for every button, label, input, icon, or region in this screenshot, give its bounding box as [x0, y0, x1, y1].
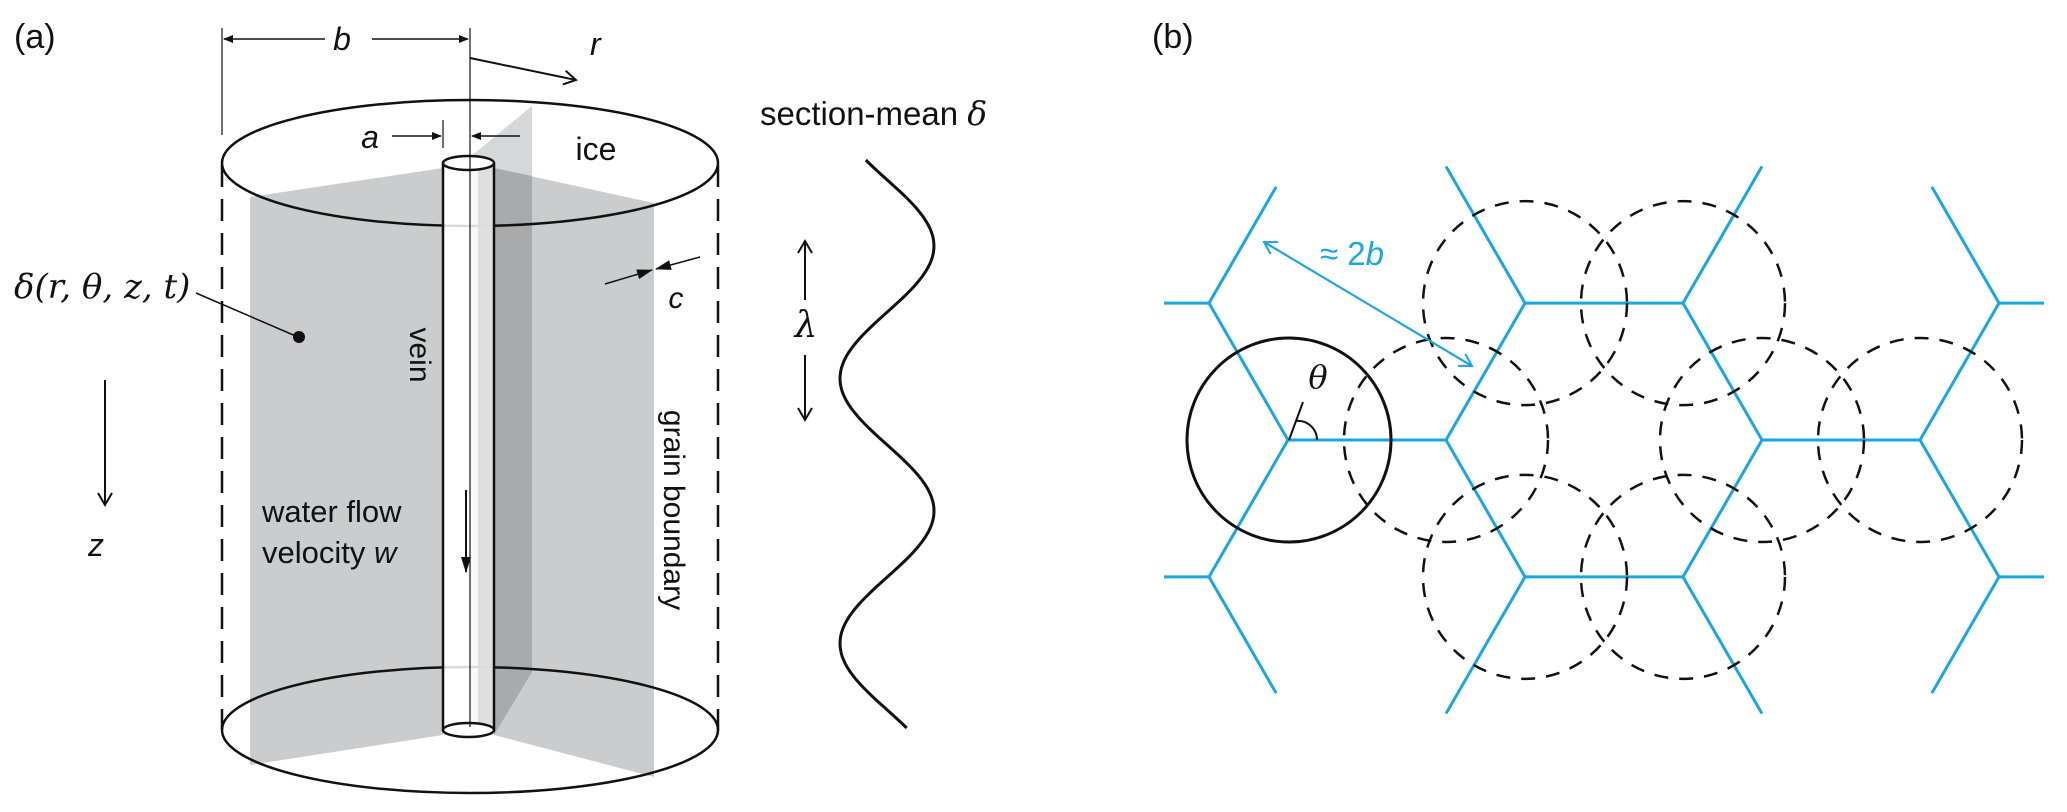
grain-boundary-network	[1164, 165, 2044, 715]
dim-c-label: c	[669, 282, 684, 315]
delta-function-label: δ(r, θ, z, t)	[14, 267, 190, 307]
spacing-prefix: ≈ 2	[1320, 235, 1366, 272]
velocity-var: w	[374, 535, 399, 570]
grain-boundary-segment	[1681, 302, 1764, 441]
section-mean-label: section-mean δ	[760, 94, 987, 133]
dim-a-label: a	[361, 119, 379, 155]
grain-boundary-segment	[1207, 302, 1290, 441]
back-plane-shadow	[494, 168, 532, 735]
grain-boundary-segment	[1930, 186, 2001, 304]
z-axis-label: z	[87, 527, 104, 563]
section-mean-text: section-mean	[760, 95, 967, 132]
right-grain-plane	[494, 168, 654, 777]
grain-boundary-segment	[1207, 576, 1278, 694]
r-axis-label: r	[590, 26, 602, 62]
neighbor-dashed-circle	[1342, 336, 1550, 544]
grain-boundary-segment	[1681, 439, 1764, 578]
r-axis-arrow	[469, 57, 578, 86]
neighbor-dashed-circle	[1579, 473, 1787, 681]
section-mean-symbol: δ	[967, 94, 987, 133]
theta-label: θ	[1308, 358, 1327, 396]
neighbor-dashed-circle	[1421, 199, 1629, 407]
grain-boundary-segment	[1444, 302, 1527, 441]
panel-b-label: (b)	[1152, 18, 1194, 56]
grain-boundary-segment	[1444, 439, 1527, 578]
dim-b-label: b	[333, 21, 351, 57]
delta-leader-line	[195, 292, 299, 338]
velocity-prefix: velocity	[262, 535, 374, 570]
neighbor-dashed-circle	[1579, 199, 1787, 407]
neighbor-dashed-circle	[1816, 336, 2024, 544]
grain-boundary-segment	[1930, 576, 2001, 694]
left-grain-plane	[250, 168, 443, 765]
grain-boundary-segment	[1918, 439, 2001, 578]
panel-a-label: (a)	[14, 18, 56, 56]
delta-point-marker	[293, 331, 305, 343]
water-flow-label-line2: velocity w	[262, 535, 399, 570]
grain-boundary-segment	[1207, 186, 1278, 304]
spacing-arrow-start	[1262, 240, 1473, 367]
vein-top-ellipse	[441, 154, 496, 172]
dimension-c: c	[604, 256, 701, 315]
panel-b: (b) θ ≈ 2b	[1152, 18, 2044, 715]
grain-boundary-segment	[1918, 302, 2001, 441]
theta-arc	[1295, 419, 1319, 441]
neighbor-dashed-circle	[1421, 473, 1629, 681]
grain-boundary-segment	[1444, 576, 1527, 715]
vein-tube	[441, 28, 496, 739]
neighbor-dashed-circle	[1658, 336, 1866, 544]
vein-bottom-ellipse	[441, 721, 496, 739]
grain-boundary-segment	[1444, 165, 1527, 304]
grain-boundary-segment	[1681, 576, 1764, 715]
grain-boundary-segment	[1681, 165, 1764, 304]
section-mean-waveform	[838, 158, 936, 730]
neighbor-circles	[1342, 199, 2024, 681]
ice-label: ice	[576, 131, 617, 167]
dimension-b: b	[221, 21, 469, 135]
panel-a: (a)	[14, 18, 987, 795]
spacing-var: b	[1366, 235, 1384, 272]
vein-label: vein	[403, 327, 436, 382]
grain-boundary-label: grain boundary	[657, 410, 690, 610]
reference-circle	[1185, 336, 1393, 544]
grain-boundary-segment	[1207, 439, 1290, 578]
dimension-a: a	[361, 119, 520, 155]
water-flow-label-line1: water flow	[261, 494, 402, 529]
spacing-label: ≈ 2b	[1320, 235, 1384, 272]
wavelength-label: λ	[793, 305, 818, 346]
